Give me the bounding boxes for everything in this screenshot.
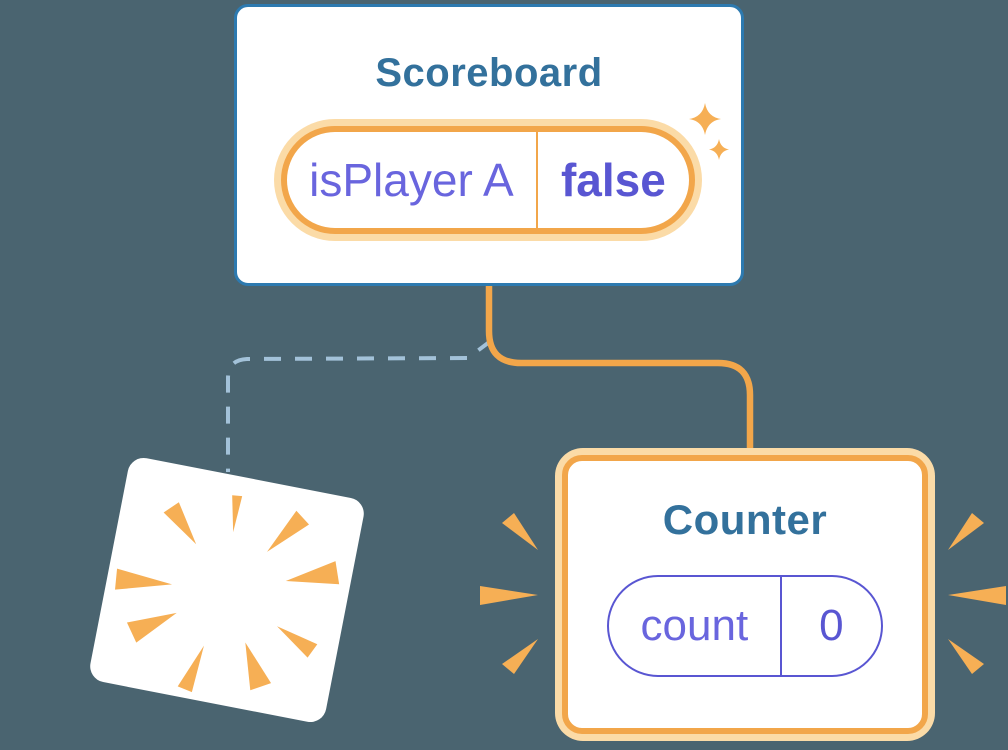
sparkle-large xyxy=(689,103,721,135)
count-pill-label: count xyxy=(609,577,782,675)
poof-card xyxy=(87,455,367,725)
state-pill-body: isPlayer A false xyxy=(281,126,695,234)
dashed-connector-line xyxy=(226,338,494,472)
state-pill-label: isPlayer A xyxy=(287,132,538,228)
state-pill-value: false xyxy=(560,154,666,206)
scoreboard-title: Scoreboard xyxy=(375,51,603,95)
emphasis-rays-icon-left xyxy=(480,513,538,674)
counter-card-body: Counter count 0 xyxy=(562,455,928,734)
sparkles-icon xyxy=(689,103,729,160)
state-pill-scoreboard: isPlayer A false xyxy=(274,119,702,241)
count-pill-value: 0 xyxy=(819,601,844,650)
counter-card: Counter count 0 xyxy=(555,448,935,741)
counter-title: Counter xyxy=(662,496,828,543)
solid-connector-line xyxy=(485,282,754,456)
state-pill-counter: count 0 xyxy=(607,575,883,677)
poof-burst-icon xyxy=(115,495,340,693)
sparkle-small xyxy=(709,139,729,160)
emphasis-rays-icon-right xyxy=(948,513,1006,674)
scoreboard-card: Scoreboard isPlayer A false xyxy=(234,4,744,286)
